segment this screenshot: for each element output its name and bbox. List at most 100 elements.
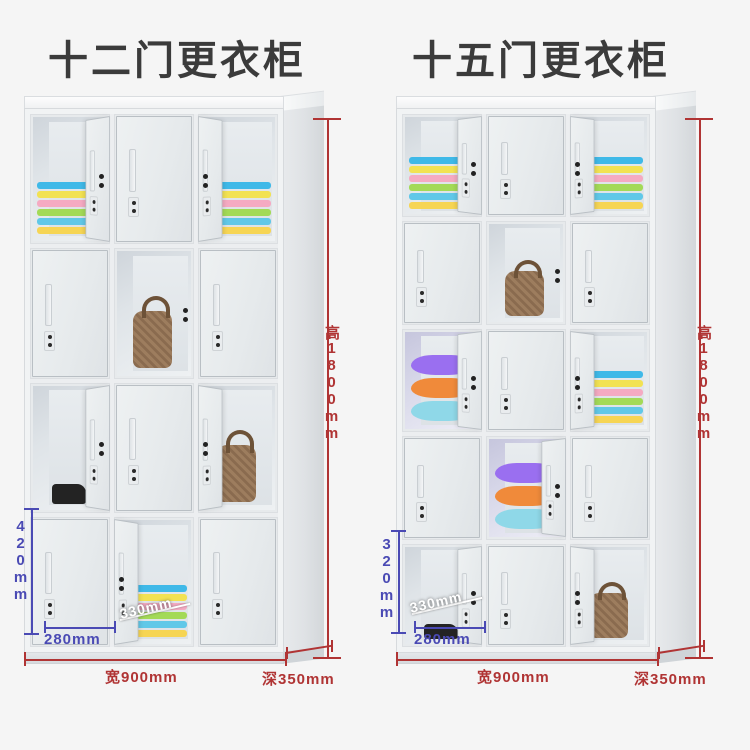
cabinet-top-panel	[396, 96, 656, 110]
locker-door-open[interactable]	[457, 330, 482, 431]
locker-door-closed[interactable]	[488, 330, 564, 431]
door-lock-icon[interactable]	[584, 501, 596, 522]
locker-door-open[interactable]	[570, 330, 595, 431]
locker-compartment[interactable]	[198, 114, 278, 245]
locker-door-closed[interactable]	[572, 438, 648, 538]
locker-compartment[interactable]	[114, 248, 194, 379]
locker-door-open[interactable]	[114, 518, 139, 645]
locker-compartment[interactable]	[570, 328, 650, 433]
door-lock-icon[interactable]	[461, 393, 470, 414]
locker-compartment[interactable]	[570, 114, 650, 218]
locker-door-open[interactable]	[198, 384, 223, 511]
door-lock-icon[interactable]	[89, 464, 98, 484]
door-handle[interactable]	[545, 465, 551, 498]
product-title-left: 十二门更衣柜	[48, 39, 306, 83]
locker-door-closed[interactable]	[32, 250, 108, 377]
door-handle[interactable]	[212, 283, 220, 326]
door-handle[interactable]	[500, 571, 508, 606]
door-lock-icon[interactable]	[545, 500, 554, 521]
locker-door-closed[interactable]	[200, 518, 276, 645]
door-lock-icon[interactable]	[44, 330, 56, 351]
locker-door-open[interactable]	[541, 438, 566, 538]
door-lock-icon[interactable]	[461, 178, 470, 199]
locker-door-open[interactable]	[85, 384, 110, 511]
door-lock-icon[interactable]	[212, 330, 224, 351]
locker-compartment[interactable]	[30, 114, 110, 245]
door-lock-icon[interactable]	[500, 394, 512, 415]
locker-door-closed[interactable]	[116, 116, 192, 243]
locker-compartment[interactable]	[402, 328, 482, 433]
door-handle[interactable]	[44, 283, 52, 326]
locker-compartment[interactable]	[198, 248, 278, 379]
locker-compartment[interactable]	[114, 516, 194, 647]
door-lock-icon[interactable]	[212, 599, 224, 620]
door-lock-icon[interactable]	[416, 286, 428, 307]
locker-compartment[interactable]	[198, 382, 278, 513]
door-lock-icon[interactable]	[128, 196, 140, 217]
door-lock-icon[interactable]	[574, 393, 583, 414]
door-handle[interactable]	[89, 150, 95, 192]
dimension-width-right-label: 宽900mm	[477, 669, 550, 686]
locker-door-closed[interactable]	[488, 545, 564, 645]
door-handle[interactable]	[416, 249, 424, 283]
locker-door-closed[interactable]	[488, 116, 564, 216]
dimension-depth-left-label: 深350mm	[262, 671, 335, 688]
locker-door-open[interactable]	[570, 545, 595, 645]
locker-compartment[interactable]	[486, 328, 566, 433]
locker-door-closed[interactable]	[404, 223, 480, 323]
door-handle[interactable]	[416, 464, 424, 498]
door-lock-icon[interactable]	[574, 178, 583, 199]
door-lock-icon[interactable]	[584, 286, 596, 307]
locker-compartment[interactable]	[486, 436, 566, 540]
locker-compartment[interactable]	[570, 543, 650, 647]
locker-compartment[interactable]	[30, 382, 110, 513]
locker-door-open[interactable]	[570, 116, 595, 216]
locker-door-open[interactable]	[85, 116, 110, 243]
locker-compartment[interactable]	[486, 114, 566, 218]
locker-compartment[interactable]	[30, 516, 110, 647]
locker-compartment[interactable]	[114, 114, 194, 245]
door-lock-icon[interactable]	[416, 501, 428, 522]
locker-compartment[interactable]	[402, 436, 482, 540]
locker-compartment[interactable]	[114, 382, 194, 513]
locker-door-closed[interactable]	[32, 518, 108, 645]
door-handle[interactable]	[128, 149, 136, 192]
door-handle[interactable]	[128, 417, 136, 461]
locker-compartment[interactable]	[198, 516, 278, 647]
door-handle[interactable]	[44, 552, 52, 595]
locker-door-open[interactable]	[457, 116, 482, 216]
door-handle[interactable]	[89, 418, 95, 460]
door-handle[interactable]	[500, 142, 508, 176]
locker-compartment[interactable]	[570, 436, 650, 540]
handbag	[589, 581, 628, 639]
door-lock-icon[interactable]	[574, 608, 583, 629]
folded-clothes	[205, 180, 271, 234]
locker-grid-15	[402, 114, 650, 647]
locker-compartment[interactable]	[402, 221, 482, 325]
locker-compartment[interactable]	[486, 543, 566, 647]
locker-compartment[interactable]	[570, 221, 650, 325]
locker-door-closed[interactable]	[200, 250, 276, 377]
locker-compartment[interactable]	[486, 221, 566, 325]
door-handle[interactable]	[584, 464, 592, 498]
door-lock-icon[interactable]	[202, 195, 211, 217]
door-handle[interactable]	[461, 358, 467, 390]
door-handle[interactable]	[212, 552, 220, 595]
locker-door-closed[interactable]	[404, 438, 480, 538]
locker-compartment[interactable]	[402, 114, 482, 218]
door-lock-icon[interactable]	[44, 599, 56, 620]
door-lock-icon[interactable]	[500, 608, 512, 629]
door-lock-icon[interactable]	[202, 464, 211, 485]
locker-door-closed[interactable]	[116, 384, 192, 511]
locker-door-open[interactable]	[198, 116, 223, 243]
door-handle[interactable]	[500, 357, 508, 391]
door-lock-icon[interactable]	[500, 179, 512, 200]
locker-compartment[interactable]	[30, 248, 110, 379]
door-lock-icon[interactable]	[461, 608, 470, 628]
locker-door-closed[interactable]	[572, 223, 648, 323]
door-handle[interactable]	[584, 249, 592, 283]
door-lock-icon[interactable]	[128, 465, 140, 486]
door-lock-icon[interactable]	[89, 195, 98, 216]
cabinet-base	[396, 652, 656, 664]
door-handle[interactable]	[461, 143, 467, 176]
